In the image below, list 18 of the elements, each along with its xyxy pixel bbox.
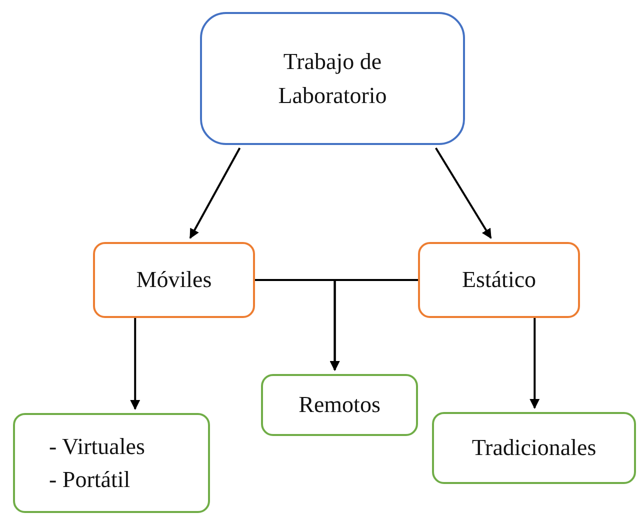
arrow	[330, 279, 418, 371]
category-box	[432, 412, 636, 484]
list-item: - Portátil	[49, 466, 130, 494]
arrow	[435, 147, 492, 239]
box-label: Estático	[462, 266, 536, 294]
box-label: Trabajo de Laboratorio	[277, 48, 388, 110]
arrow	[189, 148, 241, 239]
arrow	[530, 318, 540, 409]
category-box	[261, 374, 418, 436]
root-box	[200, 12, 465, 145]
box-label: Tradicionales	[472, 434, 596, 462]
box-label: Remotos	[298, 391, 380, 420]
category-box	[418, 242, 580, 318]
category-box	[13, 413, 210, 513]
category-box	[93, 242, 255, 318]
arrow	[130, 318, 140, 410]
list-item: - Virtuales	[49, 432, 145, 461]
box-label: Móviles	[136, 266, 212, 294]
